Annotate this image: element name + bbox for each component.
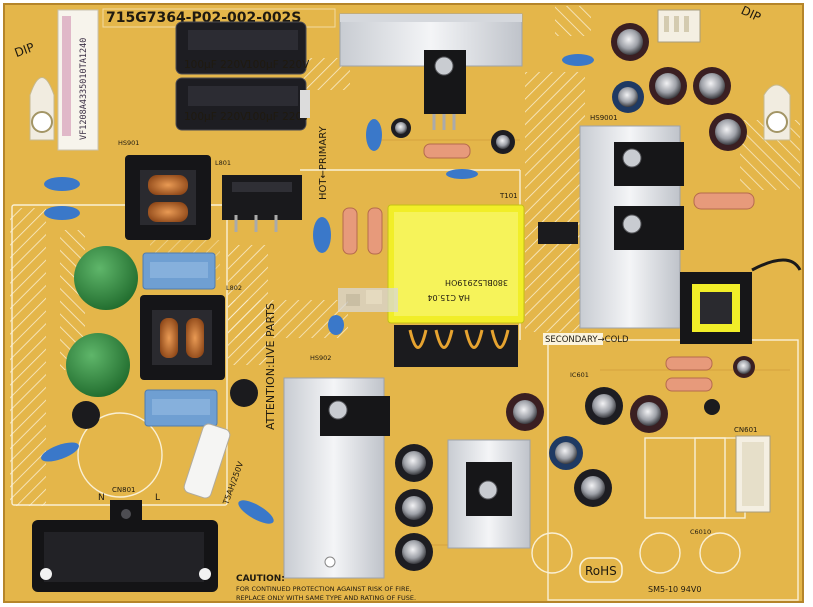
l801-ref: L801: [215, 159, 231, 167]
mounting-hole-left: [29, 77, 55, 141]
optocoupler: [538, 222, 578, 244]
secondary-cold-label-group: SECONDARY→COLD: [543, 333, 629, 345]
dip-label-left: DIP: [13, 40, 37, 60]
cn801-ref: CN801: [112, 486, 136, 494]
bulk-capacitor-1: 100μF 220V 100μF 220V: [175, 21, 310, 75]
bulk-capacitor-1-rating: 100μF 220V: [184, 59, 248, 71]
hs901-ref: HS901: [118, 139, 139, 147]
output-inductor: [680, 258, 802, 344]
transformer-label-2: 380BL52919OH: [445, 278, 508, 287]
line-label: L: [155, 493, 160, 503]
neutral-label: N: [98, 493, 105, 503]
l802-ref: L802: [226, 284, 242, 292]
common-mode-choke-2: [140, 295, 225, 380]
x-capacitor-2: [144, 389, 218, 427]
thermistor-1: [72, 401, 100, 429]
caution-line-1: FOR CONTINUED PROTECTION AGAINST RISK OF…: [236, 585, 412, 593]
caution-block: CAUTION: FOR CONTINUED PROTECTION AGAINS…: [236, 574, 416, 602]
ceramic-capacitors-left: [41, 54, 594, 524]
ic601-ref: IC601: [570, 371, 589, 379]
ac-inlet-connector: N L CN801: [32, 486, 218, 592]
hs9001-ref: HS9001: [590, 114, 618, 122]
t101-ref: T101: [499, 192, 518, 200]
common-mode-choke-1: [125, 155, 211, 240]
bridge-rectifier: [222, 175, 302, 232]
output-capacitors-top: [611, 23, 747, 151]
caution-title: CAUTION:: [236, 574, 285, 584]
cn601-ref: CN601: [734, 426, 758, 434]
hot-primary-label: HOT←PRIMARY: [318, 125, 329, 200]
rohs-text: RoHS: [585, 564, 617, 578]
caution-line-2: REPLACE ONLY WITH SAME TYPE AND RATING O…: [236, 594, 416, 602]
c6010-ref: C6010: [690, 528, 711, 536]
output-capacitors-bottom: [395, 356, 755, 571]
small-capacitors: [391, 118, 515, 154]
attention-live-parts: ATTENTION:LIVE PARTS: [264, 303, 277, 430]
sm5-ref: SM5-10 94V0: [648, 585, 701, 594]
varistor-1: [74, 246, 138, 310]
connector-top-right: [657, 9, 701, 43]
bulk-capacitor-2-rating: 100μF 220V: [184, 111, 248, 123]
bulk-capacitor-1-rating-b: 100μF 220V: [246, 59, 310, 71]
x-capacitor-1: [142, 252, 216, 290]
rohs-mark: RoHS: [579, 557, 623, 583]
transformer-label-1: HA C15.04: [427, 293, 470, 302]
mounting-hole-right: [763, 84, 791, 141]
barcode-text: VF1208A4335010TA1240: [79, 38, 89, 140]
heatsink-right: HS9001: [579, 114, 684, 329]
heatsink-bottom-left: [283, 377, 390, 579]
main-transformer: HA C15.04 380BL52919OH T101: [387, 192, 525, 367]
heatsink-top: [339, 13, 523, 130]
barcode-sticker: VF1208A4335010TA1240: [57, 9, 99, 151]
varistor-2: [66, 333, 130, 397]
secondary-cold-label: SECONDARY→COLD: [545, 335, 629, 345]
resistors-primary: [342, 143, 755, 392]
output-connector: CN601: [734, 426, 771, 513]
heatsink-bottom-middle: [447, 439, 531, 549]
thermistor-2: [230, 379, 258, 407]
hs902-ref: HS902: [310, 354, 331, 362]
blur-patch: [338, 288, 398, 312]
bulk-capacitor-2-rating-b: 100μF 220V: [246, 111, 310, 123]
bulk-capacitor-2: 100μF 220V 100μF 220V: [175, 77, 310, 131]
